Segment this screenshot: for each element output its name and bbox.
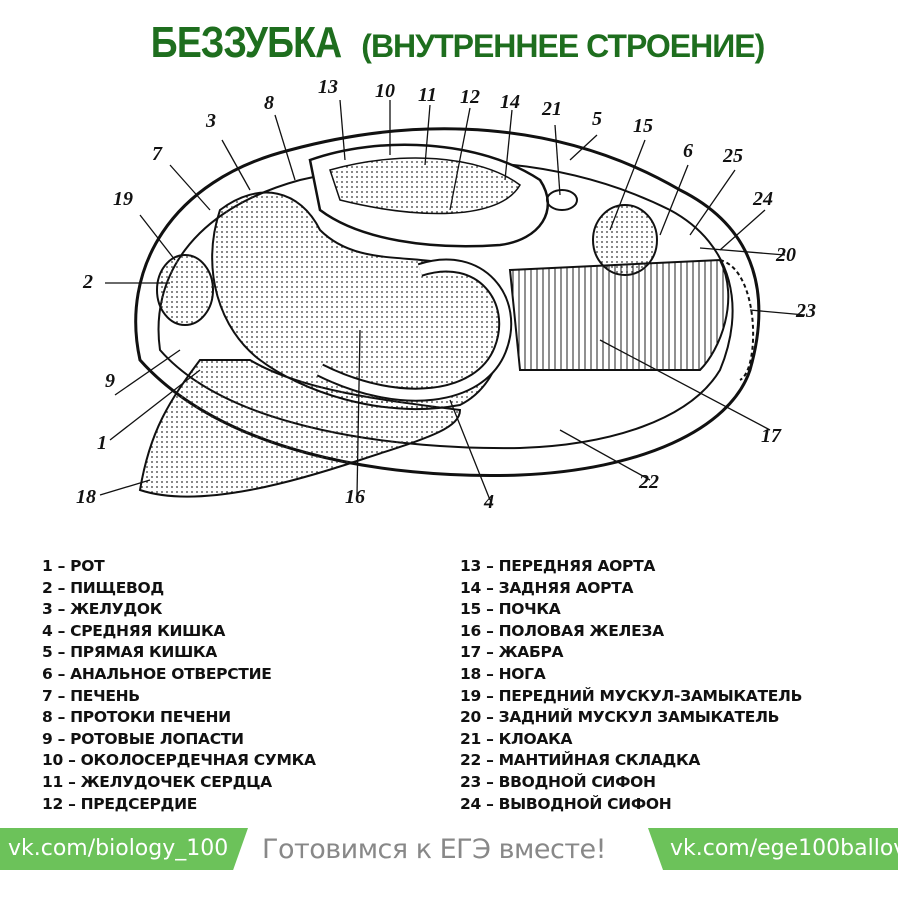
- diagram-label: 19: [113, 188, 133, 210]
- mussel-diagram: 13 10 11 12 14 21 5 15 6 25 24 20 23 17 …: [0, 70, 898, 540]
- diagram-label: 8: [264, 92, 274, 114]
- diagram-label: 12: [460, 86, 480, 108]
- legend-item: 17 – ЖАБРА: [460, 643, 564, 662]
- legend-item: 15 – ПОЧКА: [460, 600, 561, 619]
- legend-item: 21 – КЛОАКА: [460, 729, 573, 748]
- diagram-label: 17: [761, 425, 781, 447]
- diagram-label: 25: [723, 145, 743, 167]
- legend-item: 4 – СРЕДНЯЯ КИШКА: [42, 621, 226, 640]
- diagram-label: 18: [76, 486, 96, 508]
- legend-item: 7 – ПЕЧЕНЬ: [42, 686, 140, 705]
- legend-item: 24 – ВЫВОДНОЙ СИФОН: [460, 794, 672, 813]
- footer-link-biology[interactable]: vk.com/biology_100: [0, 828, 248, 870]
- diagram-label: 23: [796, 300, 816, 322]
- diagram-label: 14: [500, 91, 520, 113]
- diagram-label: 15: [633, 115, 653, 137]
- legend-right: 13 – ПЕРЕДНЯЯ АОРТА 14 – ЗАДНЯЯ АОРТА 15…: [460, 556, 802, 815]
- legend-item: 6 – АНАЛЬНОЕ ОТВЕРСТИЕ: [42, 664, 272, 683]
- legend-item: 19 – ПЕРЕДНИЙ МУСКУЛ-ЗАМЫКАТЕЛЬ: [460, 686, 803, 705]
- diagram-label: 5: [592, 108, 602, 130]
- siphon: [719, 259, 755, 381]
- diagram-label: 24: [753, 188, 773, 210]
- legend-item: 23 – ВВОДНОЙ СИФОН: [460, 772, 656, 791]
- legend-item: 22 – МАНТИЙНАЯ СКЛАДКА: [460, 751, 701, 770]
- diagram-label: 9: [105, 370, 115, 392]
- legend-item: 14 – ЗАДНЯЯ АОРТА: [460, 578, 634, 597]
- legend-item: 16 – ПОЛОВАЯ ЖЕЛЕЗА: [460, 621, 664, 640]
- legend-item: 9 – РОТОВЫЕ ЛОПАСТИ: [42, 729, 244, 748]
- gill: [508, 258, 730, 371]
- legend-item: 3 – ЖЕЛУДОК: [42, 600, 163, 619]
- mussel-illustration: [99, 99, 806, 501]
- diagram-label: 4: [484, 491, 494, 513]
- title-sub: (ВНУТРЕННЕЕ СТРОЕНИЕ): [361, 28, 765, 64]
- cloaca: [546, 189, 578, 211]
- page-title: БЕЗЗУБКА (ВНУТРЕННЕЕ СТРОЕНИЕ): [0, 18, 898, 68]
- diagram-label: 11: [418, 84, 437, 106]
- diagram-label: 16: [345, 486, 365, 508]
- footer-link-ege[interactable]: vk.com/ege100ballov: [648, 828, 898, 870]
- legend-item: 2 – ПИЩЕВОД: [42, 578, 164, 597]
- diagram-label: 2: [83, 271, 93, 293]
- diagram-label: 7: [152, 143, 162, 165]
- diagram-label: 21: [542, 98, 562, 120]
- legend-item: 10 – ОКОЛОСЕРДЕЧНАЯ СУМКА: [42, 751, 316, 770]
- legend-item: 12 – ПРЕДСЕРДИЕ: [42, 794, 198, 813]
- diagram-label: 6: [683, 140, 693, 162]
- diagram-label: 20: [776, 244, 796, 266]
- legend-item: 13 – ПЕРЕДНЯЯ АОРТА: [460, 557, 656, 575]
- anterior-adductor: [156, 254, 214, 326]
- mantle-fold: [157, 160, 734, 450]
- intestine-loop-inner: [317, 260, 511, 400]
- shell-outline: [134, 127, 761, 477]
- legend-item: 18 – НОГА: [460, 664, 546, 683]
- legend-left: 1 – РОТ 2 – ПИЩЕВОД 3 – ЖЕЛУДОК 4 – СРЕД…: [42, 556, 316, 815]
- legend-item: 11 – ЖЕЛУДОЧЕК СЕРДЦА: [42, 772, 272, 791]
- legend-item: 5 – ПРЯМАЯ КИШКА: [42, 643, 218, 662]
- diagram-label: 22: [639, 471, 659, 493]
- diagram-label: 10: [375, 80, 395, 102]
- leader-lines: [99, 99, 806, 501]
- heart-ventricle: [329, 157, 521, 215]
- diagram-label: 3: [206, 110, 216, 132]
- diagram-label: 1: [97, 432, 107, 454]
- footer-slogan: Готовимся к ЕГЭ вместе!: [262, 834, 606, 865]
- diagram-label: 13: [318, 76, 338, 98]
- legend-item: 20 – ЗАДНИЙ МУСКУЛ ЗАМЫКАТЕЛЬ: [460, 708, 780, 727]
- legend-item: 8 – ПРОТОКИ ПЕЧЕНИ: [42, 708, 231, 727]
- legend-item: 1 – РОТ: [42, 557, 105, 575]
- title-main: БЕЗЗУБКА: [150, 18, 342, 67]
